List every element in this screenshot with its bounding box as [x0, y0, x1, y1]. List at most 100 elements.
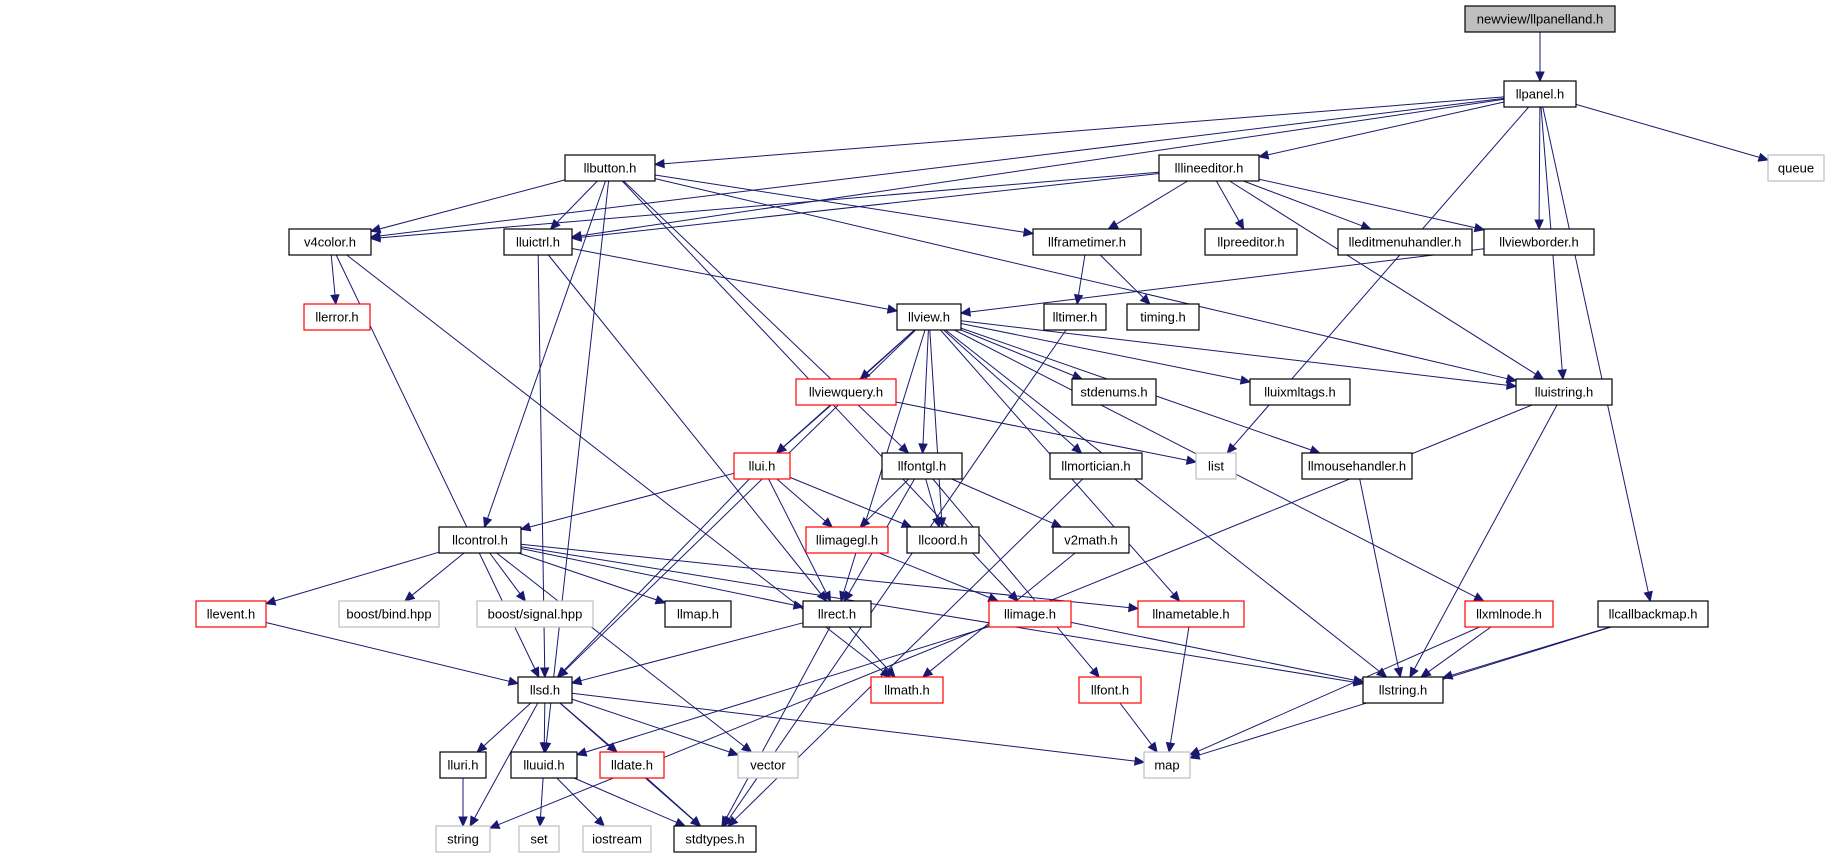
- edge-lluictrl-to-llrect: [548, 254, 828, 602]
- node-llmortician[interactable]: llmortician.h: [1049, 452, 1143, 480]
- node-map[interactable]: map: [1143, 751, 1191, 779]
- node-set[interactable]: set: [518, 825, 560, 853]
- arrowhead: [1532, 369, 1545, 380]
- edge-llview-to-lluixmltags: [960, 323, 1252, 385]
- node-lluri[interactable]: lluri.h: [439, 751, 487, 779]
- node-box: [1043, 303, 1107, 331]
- arrowhead: [606, 742, 618, 753]
- node-llui[interactable]: llui.h: [733, 452, 791, 480]
- arrowhead: [1534, 219, 1544, 231]
- node-label: llcallbackmap.h: [1609, 607, 1698, 622]
- node-lldate[interactable]: lldate.h: [599, 751, 665, 779]
- arrowhead: [859, 516, 871, 528]
- node-box: [439, 751, 487, 779]
- arrowhead: [458, 816, 468, 828]
- node-lluuid[interactable]: lluuid.h: [510, 751, 578, 779]
- edge-line: [483, 702, 532, 747]
- arrowhead: [488, 819, 501, 829]
- arrowhead: [821, 517, 834, 528]
- node-llviewquery[interactable]: llviewquery.h: [795, 378, 897, 406]
- arrowhead: [519, 522, 532, 532]
- node-llviewborder[interactable]: llviewborder.h: [1483, 228, 1595, 256]
- node-llfont[interactable]: llfont.h: [1078, 676, 1142, 704]
- arrowhead: [1022, 227, 1035, 237]
- node-llimage[interactable]: llimage.h: [988, 600, 1072, 628]
- node-llevent[interactable]: llevent.h: [195, 600, 267, 628]
- node-llrect[interactable]: llrect.h: [802, 600, 872, 628]
- arrowhead: [1557, 369, 1567, 381]
- node-llbutton[interactable]: llbutton.h: [564, 154, 656, 182]
- node-llimagegl[interactable]: llimagegl.h: [805, 526, 889, 554]
- node-v4color[interactable]: v4color.h: [288, 228, 372, 256]
- node-box: [1464, 600, 1554, 628]
- node-v2math[interactable]: v2math.h: [1052, 526, 1130, 554]
- node-llxmlnode[interactable]: llxmlnode.h: [1464, 600, 1554, 628]
- node-timing[interactable]: timing.h: [1126, 303, 1200, 331]
- node-lllineeditor[interactable]: lllineeditor.h: [1158, 154, 1260, 182]
- node-llmath[interactable]: llmath.h: [870, 676, 944, 704]
- node-lluictrl[interactable]: lluictrl.h: [503, 228, 573, 256]
- node-queue[interactable]: queue: [1767, 154, 1825, 182]
- node-llsd[interactable]: llsd.h: [517, 676, 573, 704]
- edge-line: [274, 551, 440, 602]
- node-llnametable[interactable]: llnametable.h: [1137, 600, 1245, 628]
- node-stdenums[interactable]: stdenums.h: [1071, 378, 1157, 406]
- node-vector[interactable]: vector: [737, 751, 799, 779]
- node-llmap[interactable]: llmap.h: [664, 600, 732, 628]
- node-llerror[interactable]: llerror.h: [303, 303, 371, 331]
- node-label: llimagegl.h: [816, 533, 878, 548]
- edge-line: [960, 329, 1074, 377]
- node-lltimer[interactable]: lltimer.h: [1043, 303, 1107, 331]
- edge-llview-to-llmortician: [943, 329, 1083, 454]
- node-root[interactable]: newview/llpanelland.h: [1464, 5, 1616, 33]
- node-label: lluri.h: [447, 758, 478, 773]
- node-llpreeditor[interactable]: llpreeditor.h: [1204, 228, 1298, 256]
- node-lleditmenuhandler[interactable]: lleditmenuhandler.h: [1337, 228, 1473, 256]
- node-box: [438, 526, 522, 554]
- node-label: vector: [750, 758, 786, 773]
- node-llfontgl[interactable]: llfontgl.h: [881, 452, 963, 480]
- node-llmousehandler[interactable]: llmousehandler.h: [1301, 452, 1413, 480]
- node-boostbind[interactable]: boost/bind.hpp: [338, 600, 440, 628]
- node-string[interactable]: string: [435, 825, 491, 853]
- node-box: [737, 751, 799, 779]
- node-lluixmltags[interactable]: lluixmltags.h: [1249, 378, 1351, 406]
- node-box: [517, 676, 573, 704]
- node-llcontrol[interactable]: llcontrol.h: [438, 526, 522, 554]
- edge-line: [571, 698, 730, 753]
- edge-line: [654, 174, 1025, 233]
- edge-llcontrol-to-boostbind: [404, 552, 465, 602]
- node-box: [476, 600, 594, 628]
- node-boostsignal[interactable]: boost/signal.hpp: [476, 600, 594, 628]
- edge-line: [929, 329, 943, 519]
- edge-lllineeditor-to-v4color: [369, 171, 1160, 243]
- node-label: queue: [1778, 161, 1814, 176]
- node-stdtypes[interactable]: stdtypes.h: [673, 825, 757, 853]
- arrowhead: [1409, 666, 1419, 679]
- edge-llviewborder-to-llview: [959, 248, 1485, 317]
- arrowhead: [885, 666, 896, 678]
- node-llcallbackmap[interactable]: llcallbackmap.h: [1597, 600, 1709, 628]
- edge-line: [330, 254, 336, 296]
- node-llview[interactable]: llview.h: [896, 303, 962, 331]
- edge-llcontrol-to-llmap: [518, 552, 667, 605]
- node-lluistring[interactable]: lluistring.h: [1515, 378, 1613, 406]
- node-label: v4color.h: [304, 235, 356, 250]
- node-llcoord[interactable]: llcoord.h: [906, 526, 980, 554]
- edge-line: [1258, 178, 1476, 229]
- node-label: v2math.h: [1064, 533, 1117, 548]
- node-label: llmap.h: [677, 607, 719, 622]
- edge-llui-to-llsd: [556, 478, 750, 678]
- node-list[interactable]: list: [1195, 452, 1237, 480]
- node-llstring[interactable]: llstring.h: [1362, 676, 1444, 704]
- edge-line: [1070, 621, 1355, 681]
- node-llpanel[interactable]: llpanel.h: [1503, 80, 1577, 108]
- edge-llcontrol-to-llrect: [520, 548, 805, 610]
- edge-line: [922, 329, 929, 445]
- edge-line: [520, 546, 1355, 683]
- node-label: llmousehandler.h: [1308, 459, 1406, 474]
- node-iostream[interactable]: iostream: [582, 825, 652, 853]
- edge-llpanel-to-llbutton: [653, 96, 1505, 169]
- node-llframetimer[interactable]: llframetimer.h: [1032, 228, 1142, 256]
- edge-line: [960, 323, 1242, 381]
